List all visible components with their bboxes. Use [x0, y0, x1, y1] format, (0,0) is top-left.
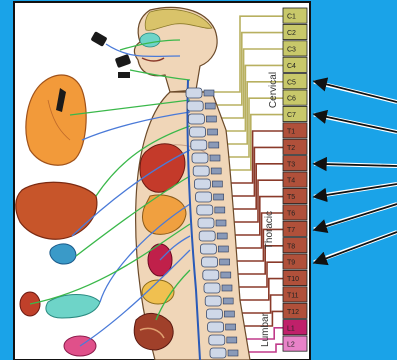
spinous-process-l1	[227, 337, 237, 343]
vertebra-label-c6: C6	[287, 96, 296, 103]
arrow-t9	[316, 232, 397, 262]
vertebra-label-t12: T12	[287, 309, 299, 316]
vertebra-labels: C1C2C3C4C5C6C7T1T2T3T4T5T6T7T8T9T10T11T1…	[283, 8, 307, 351]
spinous-process-c6	[210, 155, 220, 161]
pointer-arrows	[314, 82, 397, 262]
vertebra-body-c3	[188, 114, 204, 124]
arrow-c5	[316, 82, 397, 102]
vertebra-body-t4	[198, 218, 214, 228]
vertebra-body-c4	[190, 127, 206, 137]
vertebra-body-l2	[210, 348, 226, 358]
vertebra-body-t7	[202, 257, 218, 267]
spinous-process-t8	[221, 272, 231, 278]
spinous-process-t5	[217, 233, 227, 239]
vertebra-body-c6	[192, 153, 208, 163]
spinous-process-t6	[218, 246, 228, 252]
vertebra-body-c2	[187, 101, 203, 111]
vertebra-body-t8	[203, 270, 219, 280]
gallbladder-illustration	[50, 244, 76, 264]
vertebra-body-l1	[209, 335, 225, 345]
vertebra-label-t7: T7	[287, 227, 295, 234]
spinous-process-t7	[220, 259, 230, 265]
spinous-process-t12	[226, 324, 236, 330]
vertebra-label-c2: C2	[287, 30, 296, 37]
spinous-process-t4	[216, 220, 226, 226]
spinous-process-t10	[223, 298, 233, 304]
vertebra-body-t10	[205, 296, 221, 306]
vertebra-body-t5	[199, 231, 215, 241]
spinous-process-c5	[209, 142, 219, 148]
vertebra-label-c7: C7	[287, 112, 296, 119]
region-label-lumbar: Lumbar	[260, 312, 271, 347]
spinous-process-c2	[205, 103, 215, 109]
vertebra-body-t9	[204, 283, 220, 293]
vertebra-label-t10: T10	[287, 276, 299, 283]
vertebra-label-t5: T5	[287, 194, 295, 201]
region-label-cervical: Cervical	[268, 72, 279, 108]
vertebra-label-c5: C5	[287, 79, 296, 86]
vertebra-label-l1: L1	[287, 325, 295, 332]
arrow-c7	[316, 115, 397, 132]
vertebra-label-t2: T2	[287, 145, 295, 152]
vertebra-body-t2	[196, 192, 212, 202]
region-label-thoracic: Thoracic	[264, 211, 275, 249]
vertebra-label-c1: C1	[287, 14, 296, 21]
vertebra-label-t11: T11	[287, 293, 299, 300]
vertebra-label-c4: C4	[287, 63, 296, 70]
vertebra-label-t3: T3	[287, 161, 295, 168]
spinous-process-c7	[211, 168, 221, 174]
vertebra-label-t6: T6	[287, 211, 295, 218]
vertebra-label-t9: T9	[287, 260, 295, 267]
vertebra-label-t4: T4	[287, 178, 295, 185]
vertebra-body-t11	[206, 309, 222, 319]
spinous-process-c3	[206, 116, 216, 122]
vertebra-body-t12	[208, 322, 224, 332]
vertebra-label-c3: C3	[287, 47, 296, 54]
vertebra-body-c7	[193, 166, 209, 176]
spinous-process-t11	[224, 311, 234, 317]
spinous-process-t2	[214, 194, 224, 200]
vertebra-label-t1: T1	[287, 129, 295, 136]
spinous-process-t1	[212, 181, 222, 187]
vertebra-body-t6	[200, 244, 216, 254]
vertebra-label-t8: T8	[287, 243, 295, 250]
vertebra-label-l2: L2	[287, 342, 295, 349]
spinous-process-l2	[228, 350, 238, 356]
vertebra-body-c1	[186, 88, 202, 98]
spinous-process-t9	[222, 285, 232, 291]
arrow-t5	[316, 184, 397, 197]
spinous-process-c1	[204, 90, 214, 96]
vertebra-body-t3	[197, 205, 213, 215]
spinous-process-t3	[215, 207, 225, 213]
spinous-process-c4	[208, 129, 218, 135]
vertebra-body-c5	[191, 140, 207, 150]
arrow-t7	[316, 204, 397, 229]
vertebra-body-t1	[194, 179, 210, 189]
